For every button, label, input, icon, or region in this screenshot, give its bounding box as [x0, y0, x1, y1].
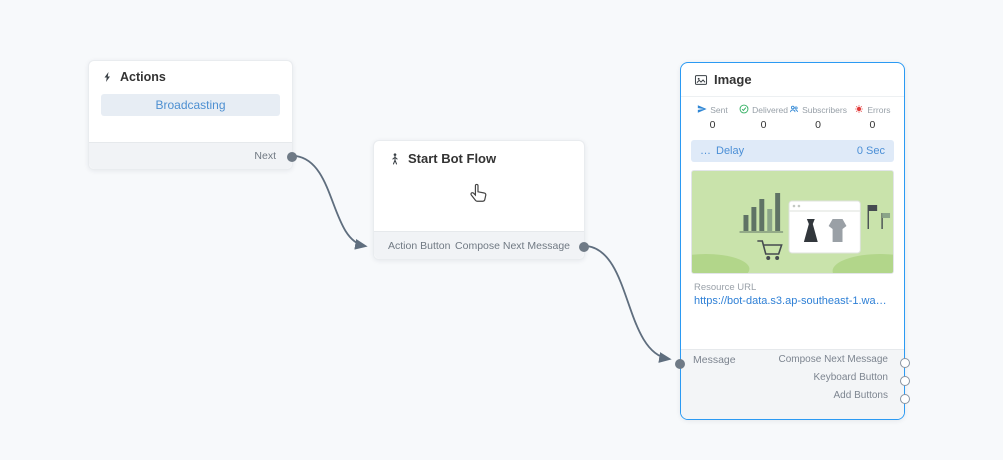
- stat-subscribers-value: 0: [815, 119, 821, 131]
- send-icon: [697, 104, 707, 116]
- actions-node-footer: Next: [89, 142, 292, 169]
- canvas-bottom-edge: [0, 460, 1003, 470]
- compose-next-message-output-label: Compose Next Message: [455, 239, 570, 252]
- start-bot-flow-node[interactable]: Start Bot Flow Action Button Compose Nex…: [373, 140, 589, 260]
- image-node-footer: Message Compose Next Message Keyboard Bu…: [681, 349, 904, 419]
- subscribers-icon: [789, 104, 799, 116]
- add-buttons-label: Add Buttons: [833, 389, 888, 401]
- check-circle-icon: [739, 104, 749, 116]
- start-node-footer: Action Button Compose Next Message: [374, 231, 584, 259]
- stat-errors-label: Errors: [867, 105, 891, 115]
- stat-subscribers-label: Subscribers: [802, 105, 847, 115]
- start-node-title: Start Bot Flow: [408, 151, 497, 166]
- start-node-header: Start Bot Flow: [374, 141, 584, 176]
- stats-row: Sent 0 Delivered 0: [681, 97, 904, 136]
- action-button-input-label: Action Button: [388, 239, 451, 252]
- edge-start-to-image: [586, 245, 672, 363]
- stat-sent-label: Sent: [710, 105, 728, 115]
- compose-next-message-output-port[interactable]: [579, 242, 589, 252]
- next-output-port[interactable]: [287, 152, 297, 162]
- actions-node[interactable]: Actions Broadcasting Next: [88, 60, 297, 170]
- image-preview[interactable]: [691, 170, 894, 274]
- stat-subscribers: Subscribers 0: [789, 104, 847, 131]
- delay-value: 0 Sec: [856, 145, 885, 157]
- output-row-compose-next-message: Compose Next Message: [681, 350, 904, 368]
- stat-delivered: Delivered 0: [738, 104, 789, 131]
- add-buttons-port[interactable]: [900, 394, 910, 404]
- delay-bar[interactable]: … Delay 0 Sec: [691, 140, 894, 162]
- resource-url-label: Resource URL: [694, 282, 757, 293]
- keyboard-button-label: Keyboard Button: [813, 371, 889, 383]
- keyboard-button-port[interactable]: [900, 376, 910, 386]
- actions-icon: [102, 71, 114, 83]
- image-node[interactable]: Image Sent 0: [675, 62, 910, 420]
- delay-icon: …: [700, 145, 711, 157]
- stat-delivered-value: 0: [760, 119, 767, 131]
- broadcasting-button[interactable]: Broadcasting: [101, 94, 280, 116]
- image-node-title: Image: [714, 72, 752, 87]
- stat-errors: Errors 0: [847, 104, 898, 131]
- stat-sent-value: 0: [709, 119, 716, 131]
- stat-sent: Sent 0: [687, 104, 738, 131]
- resource-url-link[interactable]: https://bot-data.s3.ap-southeast-1.wasab…: [694, 295, 891, 307]
- person-icon: [388, 152, 402, 166]
- output-row-add-buttons: Add Buttons: [681, 386, 904, 404]
- stat-delivered-label: Delivered: [752, 105, 788, 115]
- message-input-label: Message: [693, 354, 736, 366]
- actions-node-title: Actions: [120, 70, 166, 84]
- stat-errors-value: 0: [869, 119, 876, 131]
- message-input-port[interactable]: [675, 359, 685, 369]
- compose-next-message-label: Compose Next Message: [778, 353, 889, 365]
- delay-label: Delay: [716, 145, 745, 157]
- errors-icon: [854, 104, 864, 116]
- actions-node-header: Actions: [89, 61, 292, 90]
- image-node-header: Image: [681, 63, 904, 97]
- hand-cursor-icon: [468, 182, 490, 213]
- image-icon: [694, 73, 708, 87]
- edge-actions-to-start: [295, 155, 368, 250]
- next-output-label: Next: [254, 150, 276, 162]
- compose-next-message-port[interactable]: [900, 358, 910, 368]
- output-row-keyboard-button: Keyboard Button: [681, 368, 904, 386]
